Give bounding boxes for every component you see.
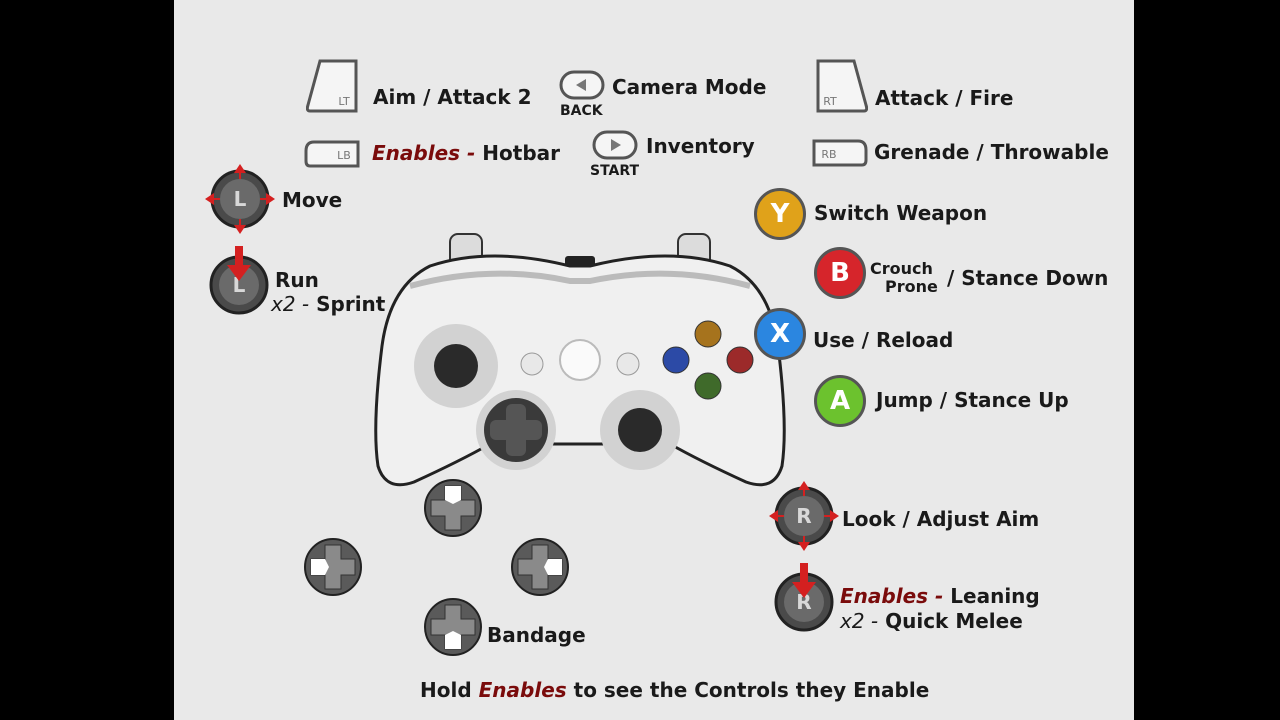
- footer-rest: to see the Controls they Enable: [573, 678, 930, 702]
- rt-label: Attack / Fire: [875, 86, 1014, 110]
- right-stick-click-icon: R: [774, 563, 834, 632]
- move-label: Move: [282, 188, 343, 212]
- y-button-icon: Y: [754, 188, 806, 240]
- start-label: Inventory: [646, 134, 755, 158]
- b-prone-label: Prone: [885, 277, 938, 296]
- sprint-label: x2 - Sprint: [271, 294, 385, 314]
- run-x2-label: x2 -: [271, 292, 310, 316]
- lb-dash: -: [467, 141, 476, 165]
- lb-bumper-icon: LB: [304, 140, 360, 168]
- footer-note: Hold Enables to see the Controls they En…: [420, 680, 929, 700]
- svg-text:LT: LT: [338, 95, 350, 108]
- sprint-text: Sprint: [316, 292, 386, 316]
- rs-melee-row: x2 - Quick Melee: [840, 611, 1023, 631]
- lt-trigger-icon: LT: [306, 59, 358, 113]
- b-crouch-label: Crouch: [870, 259, 933, 278]
- dpad-up-icon: [424, 479, 482, 537]
- right-stick-look-icon: R: [769, 481, 839, 551]
- a-button-icon: A: [814, 375, 866, 427]
- lb-label: Enables - Hotbar: [372, 143, 560, 163]
- left-stick-click-icon: L: [209, 246, 269, 315]
- start-caption: START: [590, 163, 640, 179]
- dpad-left-icon: [304, 538, 362, 596]
- leaning-label: Leaning: [950, 584, 1040, 608]
- a-label: Jump / Stance Up: [876, 388, 1069, 412]
- x-button-icon: X: [754, 308, 806, 360]
- svg-text:R: R: [796, 504, 811, 528]
- footer-enables: Enables: [478, 678, 567, 702]
- rs-enables-row: Enables - Leaning: [840, 586, 1040, 606]
- look-label: Look / Adjust Aim: [842, 507, 1040, 531]
- svg-text:RT: RT: [823, 95, 837, 108]
- svg-text:RB: RB: [821, 148, 836, 161]
- xbox-controller-image: [374, 233, 786, 487]
- left-stick-move-icon: L: [205, 164, 275, 234]
- x-label: Use / Reload: [813, 328, 954, 352]
- dpad-down-icon: [424, 598, 482, 656]
- svg-text:R: R: [796, 590, 811, 614]
- lb-enables-label: Enables: [372, 141, 461, 165]
- bandage-label: Bandage: [487, 623, 586, 647]
- footer-hold: Hold: [420, 678, 472, 702]
- dpad-right-icon: [511, 538, 569, 596]
- rb-bumper-icon: RB: [812, 139, 868, 167]
- svg-text:L: L: [233, 273, 246, 297]
- rs-enables-label: Enables -: [840, 584, 944, 608]
- back-button-icon: [559, 70, 605, 100]
- y-label: Switch Weapon: [814, 201, 988, 225]
- svg-text:LB: LB: [337, 149, 351, 162]
- quick-melee-label: Quick Melee: [885, 609, 1023, 633]
- lt-label: Aim / Attack 2: [373, 85, 532, 109]
- rs-x2-label: x2 -: [840, 609, 879, 633]
- b-label: / Stance Down: [947, 266, 1109, 290]
- back-caption: BACK: [560, 103, 603, 119]
- rb-label: Grenade / Throwable: [874, 140, 1109, 164]
- rt-trigger-icon: RT: [816, 59, 868, 113]
- b-button-icon: B: [814, 247, 866, 299]
- run-label: Run: [275, 268, 319, 292]
- back-label: Camera Mode: [612, 75, 767, 99]
- lb-hotbar-label: Hotbar: [482, 141, 561, 165]
- start-button-icon: [592, 130, 638, 160]
- svg-text:L: L: [234, 187, 247, 211]
